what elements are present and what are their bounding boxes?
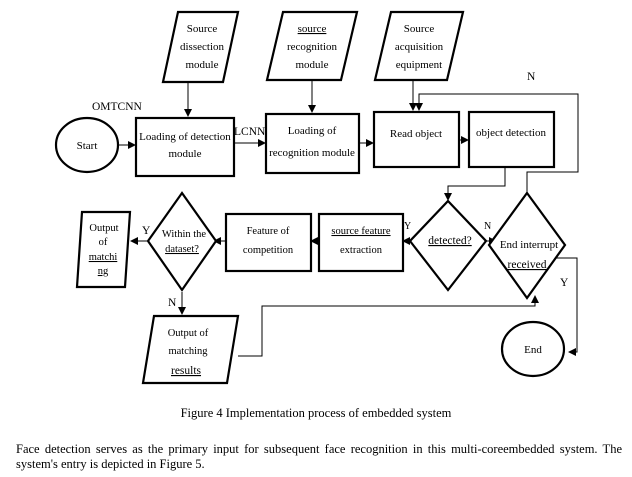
detected-decision: detected? xyxy=(408,199,488,292)
end-interrupt-decision: End interrupt received xyxy=(487,191,567,300)
output-of-matching-left: Output of matchi ng xyxy=(75,210,132,289)
output-left-line-1: Output xyxy=(89,223,118,234)
within-dataset-line-2: dataset? xyxy=(165,244,199,255)
feature-competition-line-2: competition xyxy=(243,245,294,256)
detected-text: detected? xyxy=(428,235,471,247)
body-paragraph: Face detection serves as the primary inp… xyxy=(16,442,622,471)
within-dataset-decision: Within the dataset? xyxy=(146,191,218,292)
source-dissection-module: Source dissection module xyxy=(161,10,240,84)
end-node: End xyxy=(500,320,566,378)
output-left-line-3: matchi xyxy=(89,252,118,263)
output-results-line-3: results xyxy=(171,365,202,377)
loading-recognition-line-2: recognition module xyxy=(269,147,355,159)
source-recognition-module: source recognition module xyxy=(265,10,359,82)
output-results-line-2: matching xyxy=(168,346,208,357)
source-acquisition-line-2: acquisition xyxy=(395,41,444,53)
lcnn-label: LCNN xyxy=(234,126,266,138)
end-interrupt-line-2: received xyxy=(508,259,547,271)
output-left-line-2: of xyxy=(99,237,108,248)
edge-end-interrupt-yes-to-end xyxy=(556,257,578,356)
output-left-line-4: ng xyxy=(98,266,109,277)
loop-n-label: N xyxy=(527,71,536,83)
feature-competition-line-1: Feature of xyxy=(247,226,290,237)
source-acquisition-line-3: equipment xyxy=(396,59,442,71)
source-feature-line-2: extraction xyxy=(340,245,383,256)
edge-object-detection-to-detected xyxy=(444,168,506,201)
end-text: End xyxy=(524,344,542,356)
flowchart-diagram: Source dissection module source recognit… xyxy=(54,10,579,385)
source-recognition-line-2: recognition xyxy=(287,41,338,53)
source-dissection-line-1: Source xyxy=(187,23,218,35)
source-dissection-line-3: module xyxy=(186,59,219,71)
output-of-matching-results: Output of matching results xyxy=(141,314,240,385)
edges xyxy=(118,80,579,357)
within-yes-label: Y xyxy=(142,225,151,237)
start-node: Start xyxy=(54,116,120,174)
read-object-text: Read object xyxy=(390,128,442,140)
source-recognition-line-3: module xyxy=(296,59,329,71)
source-acquisition-equipment: Source acquisition equipment xyxy=(373,10,465,82)
end-interrupt-yes-label: Y xyxy=(560,277,569,289)
start-text: Start xyxy=(77,140,98,152)
within-dataset-line-1: Within the xyxy=(162,229,207,240)
read-object: Read object xyxy=(372,110,461,169)
loading-recognition-module: Loading of recognition module xyxy=(264,112,361,175)
detected-no-label: N xyxy=(484,221,491,232)
source-feature-extraction: source feature extraction xyxy=(317,212,405,273)
figure-caption: Figure 4 Implementation process of embed… xyxy=(180,406,452,420)
edge-end-interrupt-no-loop xyxy=(415,93,579,192)
omtcnn-label: OMTCNN xyxy=(92,101,143,113)
object-detection: object detection xyxy=(467,110,556,169)
loading-detection-line-2: module xyxy=(169,148,202,160)
loading-detection-module: Loading of detection module xyxy=(134,116,236,178)
feature-of-competition: Feature of competition xyxy=(224,212,313,273)
source-acquisition-line-1: Source xyxy=(404,23,435,35)
edge-results-to-loop xyxy=(238,295,539,357)
object-detection-text: object detection xyxy=(476,127,546,139)
loading-detection-line-1: Loading of detection xyxy=(139,131,231,143)
source-dissection-line-2: dissection xyxy=(180,41,224,53)
source-feature-line-1: source feature xyxy=(331,226,391,237)
loading-recognition-line-1: Loading of xyxy=(288,125,337,137)
within-no-label: N xyxy=(168,297,177,309)
output-results-line-1: Output of xyxy=(168,328,209,339)
detected-yes-label: Y xyxy=(404,221,411,232)
end-interrupt-line-1: End interrupt xyxy=(500,239,558,251)
source-recognition-line-1: source xyxy=(298,23,327,35)
